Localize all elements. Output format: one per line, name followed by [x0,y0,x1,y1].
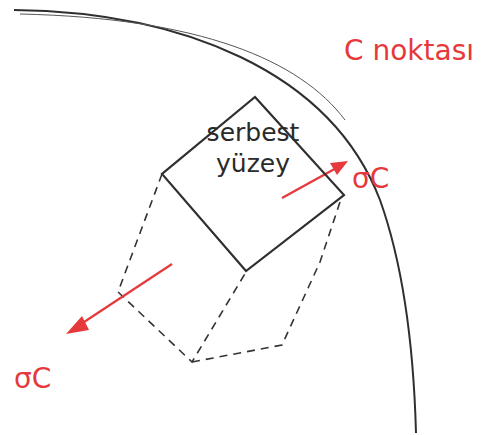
stress-arrowhead [66,316,89,334]
point-label: C noktası [344,36,474,67]
stress-label: σC [352,164,389,195]
stress-arrowhead [330,161,348,175]
stress-label: σC [14,364,51,395]
stress-arrow [78,264,172,326]
surface-curve [14,10,416,433]
surface-element: serbest yüzey [158,95,348,273]
surface-curve [20,14,345,120]
element-square [162,97,344,271]
deformed-element [192,196,342,362]
element-label: serbest yüzey [178,117,328,180]
deformed-element [118,174,246,362]
